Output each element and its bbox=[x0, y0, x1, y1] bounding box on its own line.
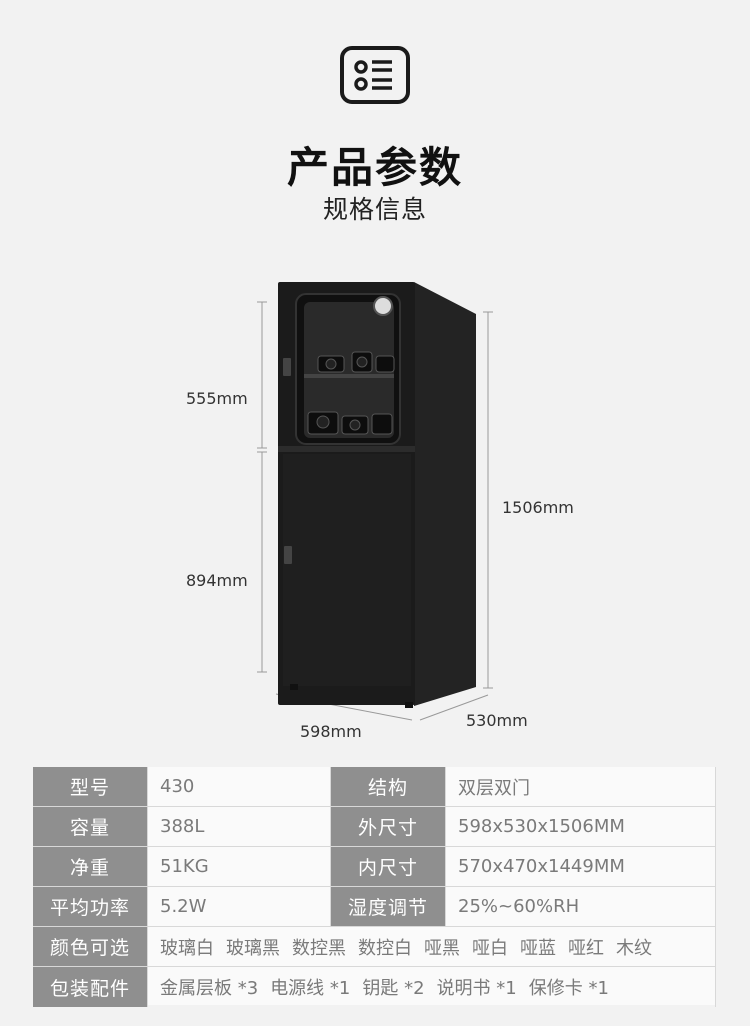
spec-value: 5.2W bbox=[148, 887, 331, 926]
color-option: 玻璃黑 bbox=[226, 937, 280, 959]
page-title: 产品参数 bbox=[286, 143, 463, 192]
accessory-item: 钥匙 *2 bbox=[362, 978, 425, 999]
dim-top-height: 555mm bbox=[186, 389, 248, 408]
spec-label: 外尺寸 bbox=[331, 807, 446, 846]
cabinet-drawing bbox=[257, 282, 493, 721]
table-row: 型号 430 结构 双层双门 bbox=[33, 767, 716, 807]
spec-value: 25%~60%RH bbox=[446, 887, 716, 926]
table-row: 容量 388L 外尺寸 598x530x1506MM bbox=[33, 807, 716, 847]
product-illustration: 555mm 894mm 1506mm 598mm 530mm bbox=[0, 270, 750, 750]
color-option: 数控白 bbox=[358, 937, 412, 959]
spec-list-icon bbox=[340, 46, 410, 104]
color-option: 哑红 bbox=[568, 937, 604, 959]
spec-label: 型号 bbox=[33, 767, 148, 806]
color-options: 玻璃白 玻璃黑 数控黑 数控白 哑黑 哑白 哑蓝 哑红 木纹 bbox=[148, 927, 716, 966]
dim-total-height: 1506mm bbox=[502, 498, 574, 517]
spec-value: 598x530x1506MM bbox=[446, 807, 716, 846]
spec-value: 570x470x1449MM bbox=[446, 847, 716, 886]
spec-label: 包装配件 bbox=[33, 967, 148, 1007]
spec-table: 型号 430 结构 双层双门 容量 388L 外尺寸 598x530x1506M… bbox=[33, 767, 716, 1007]
color-option: 哑黑 bbox=[424, 937, 460, 959]
table-row: 平均功率 5.2W 湿度调节 25%~60%RH bbox=[33, 887, 716, 927]
table-row: 净重 51KG 内尺寸 570x470x1449MM bbox=[33, 847, 716, 887]
accessory-item: 说明书 *1 bbox=[436, 978, 517, 999]
spec-value: 51KG bbox=[148, 847, 331, 886]
spec-value: 430 bbox=[148, 767, 331, 806]
spec-label: 结构 bbox=[331, 767, 446, 806]
accessory-item: 保修卡 *1 bbox=[528, 978, 609, 999]
spec-label: 平均功率 bbox=[33, 887, 148, 926]
color-option: 哑蓝 bbox=[520, 937, 556, 959]
spec-label: 颜色可选 bbox=[33, 927, 148, 966]
accessory-item: 电源线 *1 bbox=[270, 978, 351, 999]
spec-label: 内尺寸 bbox=[331, 847, 446, 886]
dim-width: 598mm bbox=[300, 722, 362, 741]
spec-value: 388L bbox=[148, 807, 331, 846]
table-row-colors: 颜色可选 玻璃白 玻璃黑 数控黑 数控白 哑黑 哑白 哑蓝 哑红 木纹 bbox=[33, 927, 716, 967]
spec-label: 净重 bbox=[33, 847, 148, 886]
dim-bottom-height: 894mm bbox=[186, 571, 248, 590]
accessory-item: 金属层板 *3 bbox=[160, 978, 259, 999]
color-option: 数控黑 bbox=[292, 937, 346, 959]
dim-depth: 530mm bbox=[466, 711, 528, 730]
page-subtitle: 规格信息 bbox=[322, 195, 427, 224]
spec-label: 容量 bbox=[33, 807, 148, 846]
spec-label: 湿度调节 bbox=[331, 887, 446, 926]
color-option: 哑白 bbox=[472, 937, 508, 959]
accessory-list: 金属层板 *3 电源线 *1 钥匙 *2 说明书 *1 保修卡 *1 bbox=[148, 967, 716, 1007]
color-option: 木纹 bbox=[616, 937, 652, 959]
color-option: 玻璃白 bbox=[160, 937, 214, 959]
spec-value: 双层双门 bbox=[446, 767, 716, 806]
table-row-accessories: 包装配件 金属层板 *3 电源线 *1 钥匙 *2 说明书 *1 保修卡 *1 bbox=[33, 967, 716, 1007]
